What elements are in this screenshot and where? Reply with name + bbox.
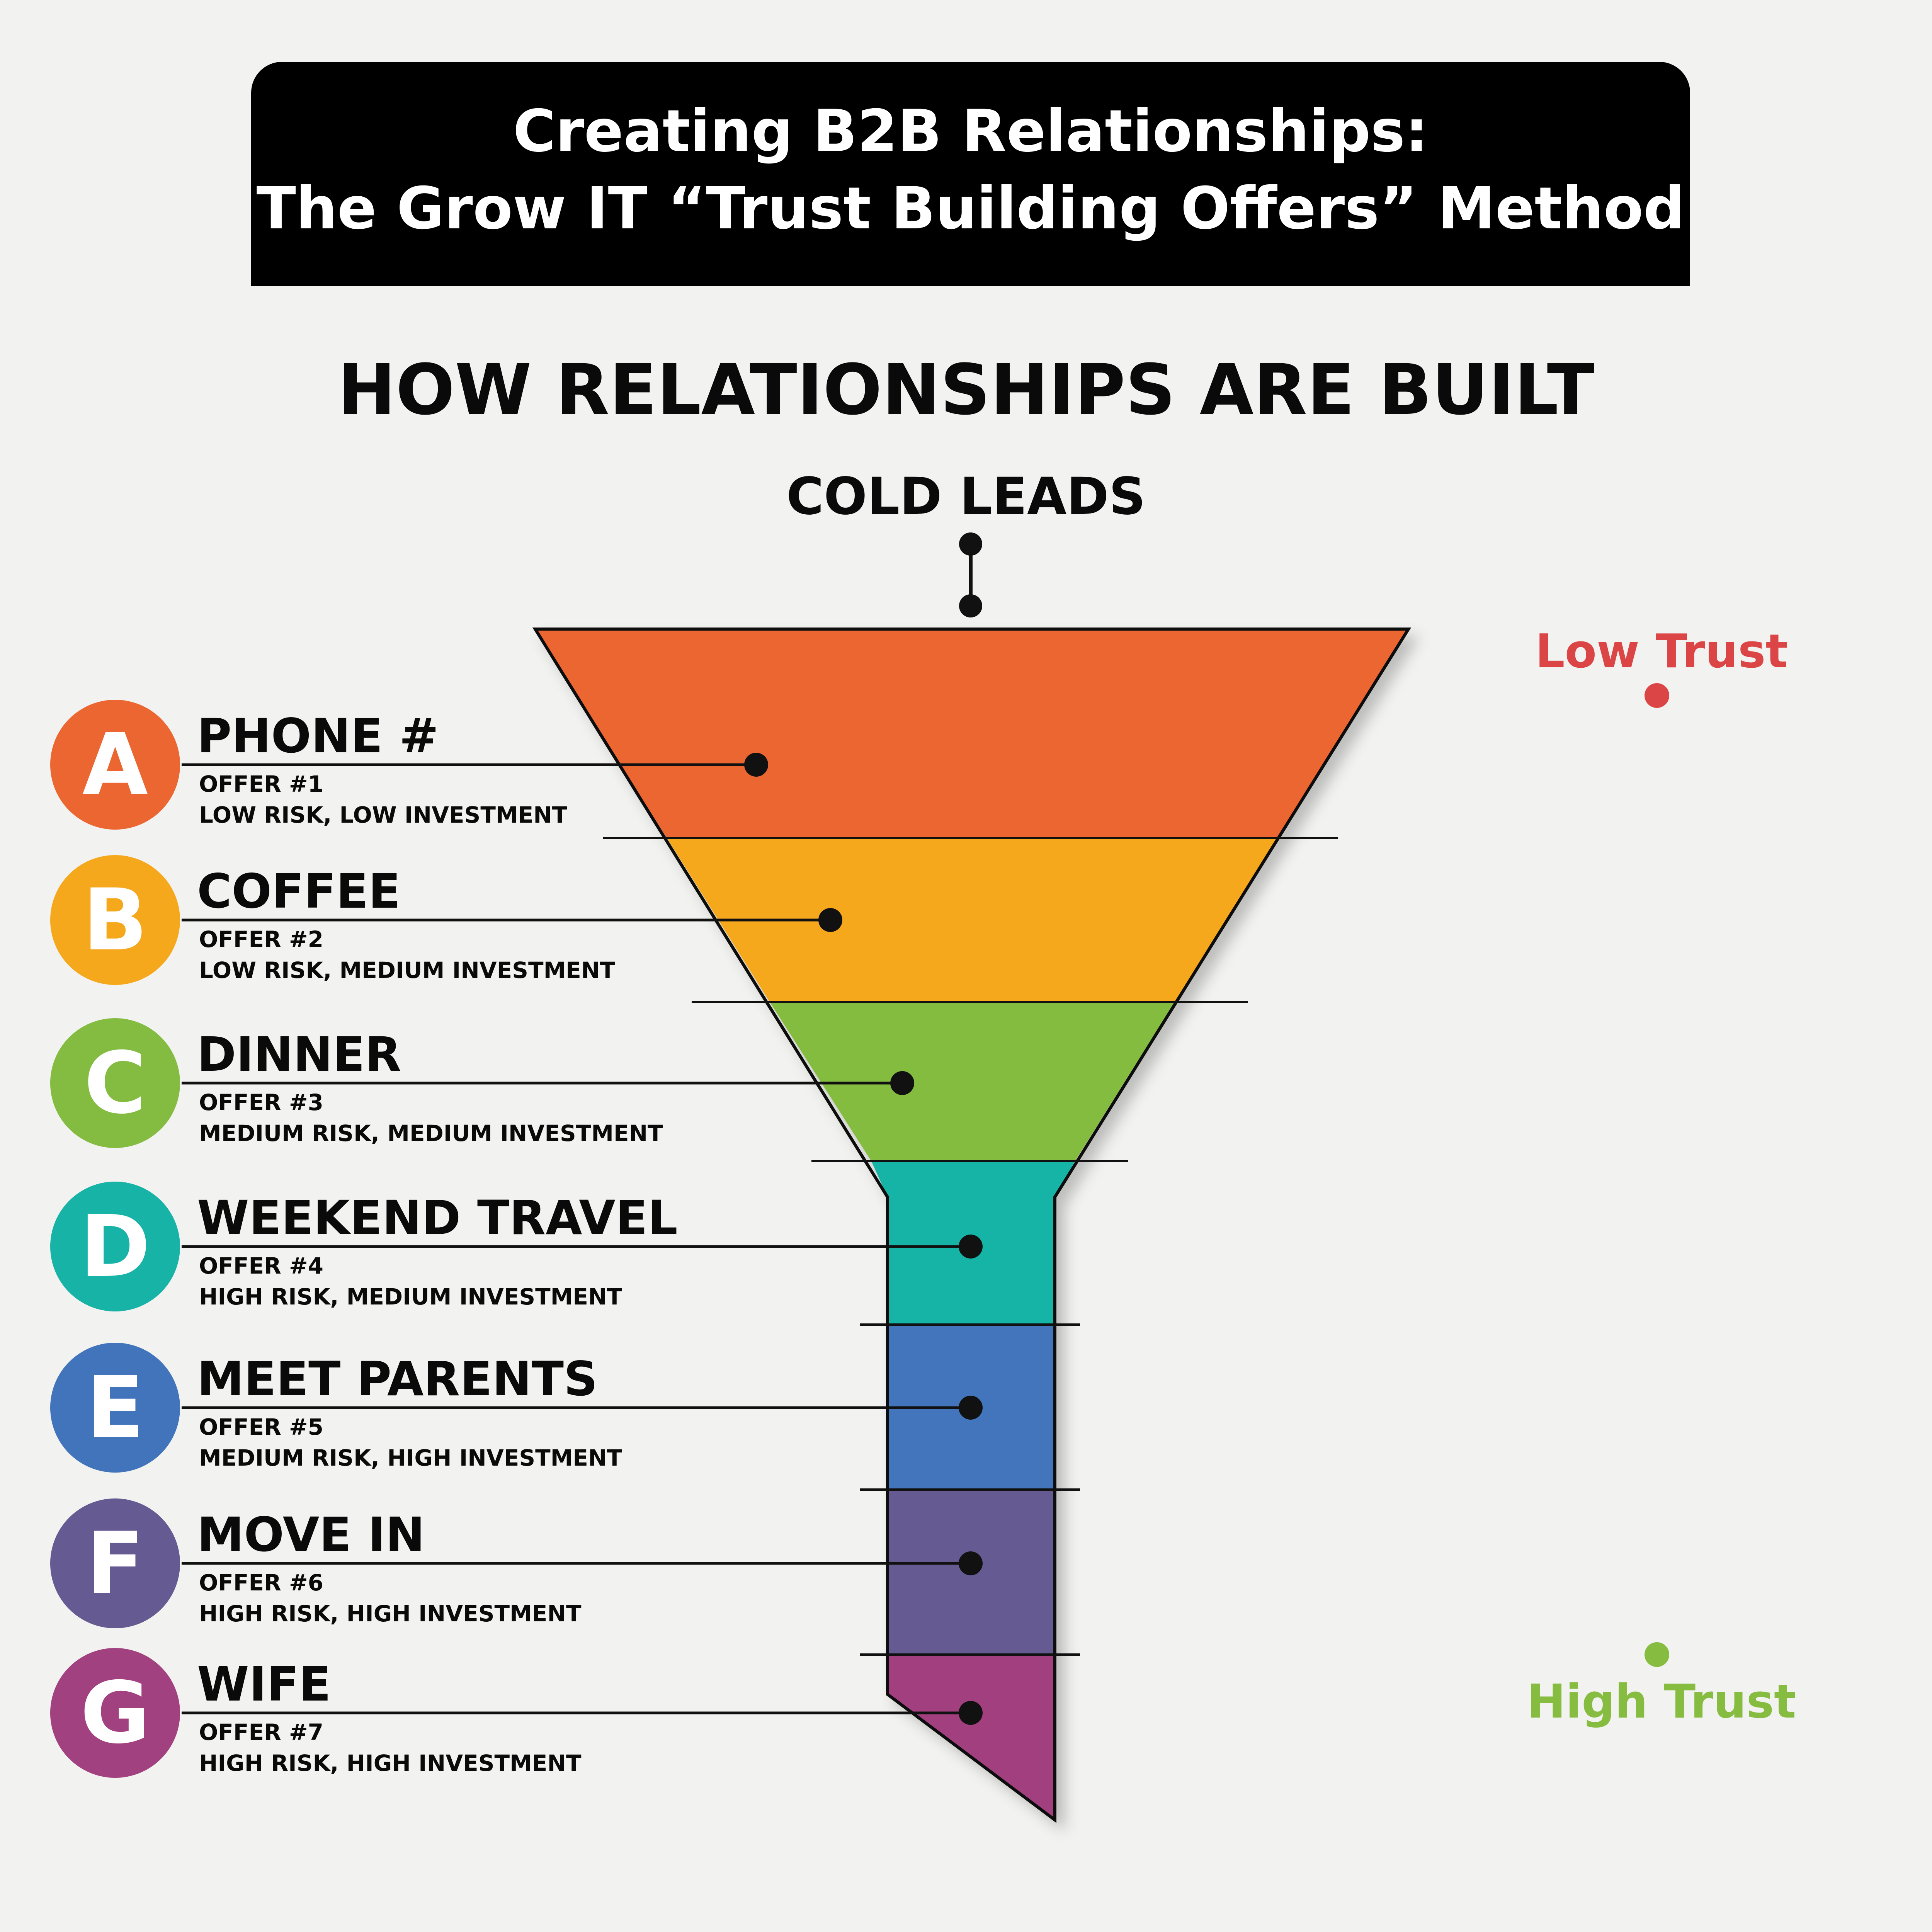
badge-letter-f: F — [86, 1514, 144, 1613]
leader-dots — [744, 753, 983, 1725]
stage-name-f: MOVE IN — [197, 1507, 425, 1562]
stage-description-f: HIGH RISK, HIGH INVESTMENT — [199, 1600, 582, 1627]
stage-offer-e: OFFER #5 — [199, 1414, 323, 1440]
badge-c: C — [50, 1018, 180, 1148]
badge-letter-b: B — [83, 871, 148, 969]
badge-letter-d: D — [80, 1197, 151, 1296]
stage-offer-b: OFFER #2 — [199, 926, 323, 952]
stage-name-g: WIFE — [197, 1657, 331, 1712]
funnel-band-g — [888, 1655, 1055, 1820]
leader-lines — [182, 763, 971, 1714]
stage-offer-d: OFFER #4 — [199, 1253, 323, 1279]
badge-d: D — [50, 1182, 180, 1311]
title-line-2: The Grow IT “Trust Building Offers” Meth… — [256, 175, 1685, 242]
badge-letter-c: C — [84, 1034, 146, 1133]
badge-letter-e: E — [86, 1358, 144, 1457]
funnel-band-c — [770, 1002, 1175, 1161]
badge-circle-e — [50, 1343, 180, 1473]
badge-e: E — [50, 1343, 180, 1473]
main-heading: HOW RELATIONSHIPS ARE BUILT — [337, 350, 1595, 430]
letter-badges: A B C D E F G — [50, 700, 180, 1778]
stage-offer-f: OFFER #6 — [199, 1570, 323, 1596]
band-dividers — [603, 837, 1338, 1656]
leader-dot-c — [890, 1071, 914, 1095]
stage-description-d: HIGH RISK, MEDIUM INVESTMENT — [199, 1284, 622, 1310]
badge-circle-c — [50, 1018, 180, 1148]
leader-dot-b — [818, 908, 842, 932]
stage-description-e: MEDIUM RISK, HIGH INVESTMENT — [199, 1445, 622, 1471]
stage-name-c: DINNER — [197, 1027, 401, 1082]
cold-leads-label: COLD LEADS — [786, 467, 1146, 526]
trust-scale — [1645, 683, 1669, 1667]
funnel-outline — [532, 628, 1412, 1823]
stage-description-c: MEDIUM RISK, MEDIUM INVESTMENT — [199, 1120, 663, 1146]
stage-offer-g: OFFER #7 — [199, 1719, 323, 1745]
stage-name-e: MEET PARENTS — [197, 1352, 598, 1406]
badge-circle-b — [50, 855, 180, 985]
stage-description-g: HIGH RISK, HIGH INVESTMENT — [199, 1750, 582, 1776]
stage-description-a: LOW RISK, LOW INVESTMENT — [199, 802, 568, 828]
stage-name-d: WEEKEND TRAVEL — [197, 1190, 678, 1245]
stage-offer-c: OFFER #3 — [199, 1089, 323, 1116]
leader-dot-a — [744, 753, 768, 777]
title-banner: Creating B2B Relationships: The Grow IT … — [251, 62, 1690, 286]
stage-name-a: PHONE # — [197, 709, 439, 764]
low-trust-label: Low Trust — [1535, 625, 1788, 679]
title-line-1: Creating B2B Relationships: — [513, 98, 1429, 165]
badge-letter-g: G — [80, 1663, 150, 1762]
badge-circle-d — [50, 1182, 180, 1311]
badge-b: B — [50, 855, 180, 985]
cold-leads-connector — [959, 532, 982, 617]
stage-name-b: COFFEE — [197, 864, 401, 919]
badge-g: G — [50, 1648, 180, 1778]
leader-dot-f — [959, 1551, 983, 1575]
badge-letter-a: A — [82, 715, 148, 814]
trust-scale-top-dot — [1645, 683, 1669, 708]
badge-circle-f — [50, 1498, 180, 1628]
badge-f: F — [50, 1498, 180, 1628]
leader-dot-g — [959, 1701, 983, 1725]
funnel-band-a — [535, 629, 1408, 838]
funnel-band-b — [667, 838, 1277, 1002]
stage-offer-a: OFFER #1 — [199, 771, 323, 797]
leader-dot-d — [959, 1235, 983, 1259]
badge-a: A — [50, 700, 180, 830]
leader-dot-e — [959, 1396, 983, 1420]
badge-circle-a — [50, 700, 180, 830]
stage-description-b: LOW RISK, MEDIUM INVESTMENT — [199, 957, 616, 983]
trust-scale-bottom-dot — [1645, 1642, 1669, 1667]
badge-circle-g — [50, 1648, 180, 1778]
high-trust-label: High Trust — [1527, 1675, 1796, 1729]
